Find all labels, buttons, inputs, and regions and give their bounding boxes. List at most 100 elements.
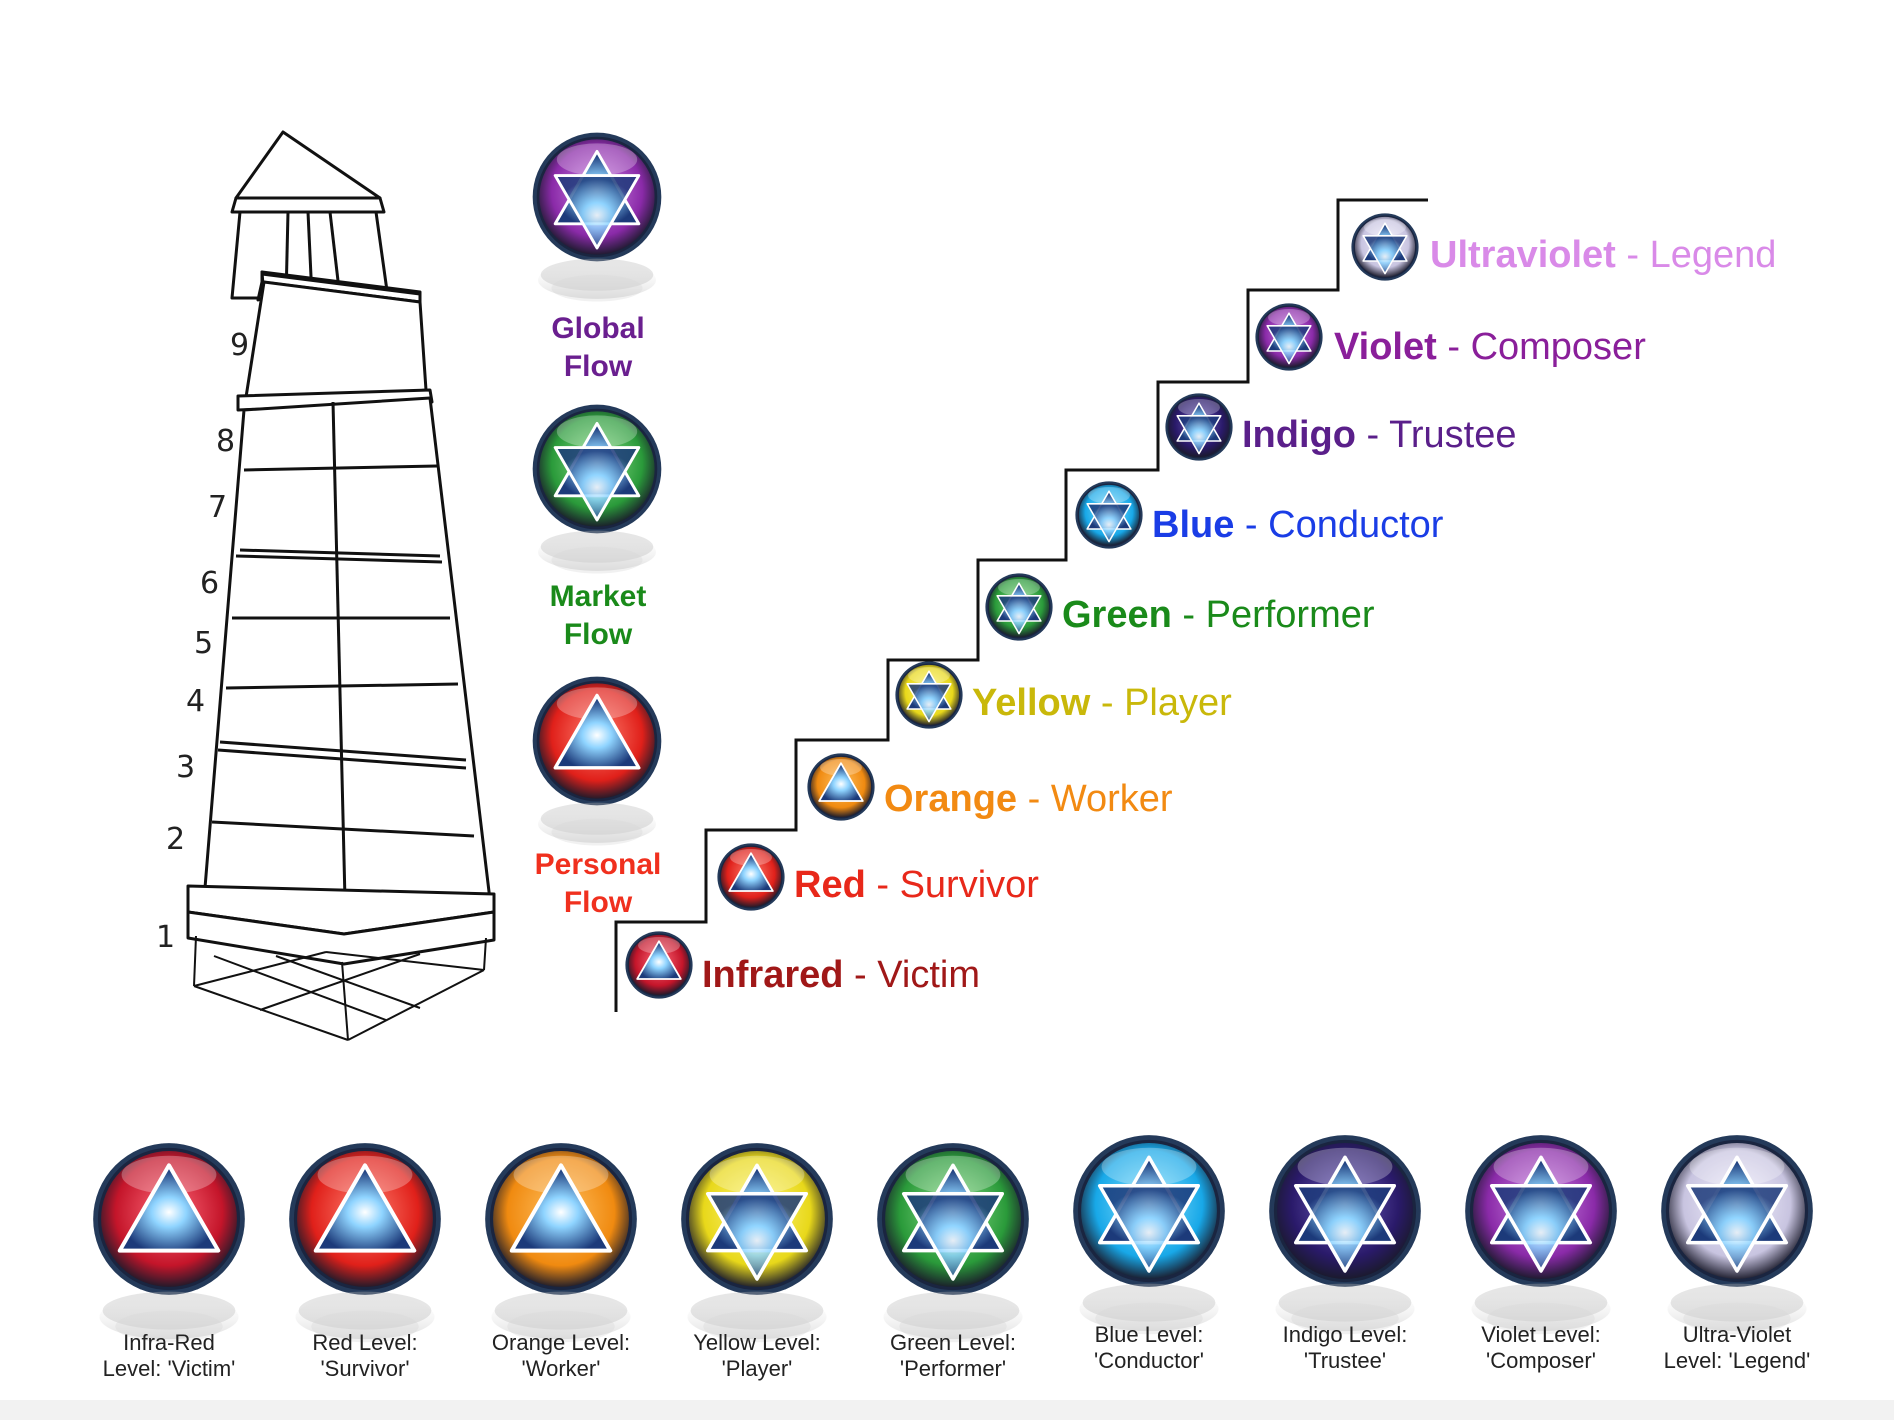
level-badge-red (286, 1140, 444, 1374)
red-badge-icon (289, 1143, 441, 1343)
violet-badge-icon (1255, 303, 1323, 371)
indigo-badge-icon (1269, 1135, 1421, 1335)
level-caption-green: Green Level: 'Performer' (858, 1330, 1048, 1382)
flow-label-personal-line2: Flow (563, 886, 633, 919)
level-caption-green-line2: 'Performer' (899, 1356, 1007, 1381)
level-caption-blue-line1: Blue Level: (1094, 1322, 1204, 1347)
tower-number-1: 1 (156, 920, 176, 955)
tower-number-7: 7 (208, 490, 228, 525)
step-color-blue: Blue (1152, 504, 1235, 546)
level-caption-infrared-line1: Infra-Red (123, 1330, 215, 1355)
tower-number-6: 6 (200, 566, 220, 601)
step-role-ultraviolet: Legend (1649, 234, 1777, 276)
level-caption-orange: Orange Level: 'Worker' (466, 1330, 656, 1382)
level-badge-yellow (678, 1140, 836, 1374)
tower-number-8: 8 (216, 424, 236, 459)
green-badge-icon (985, 573, 1053, 641)
step-role-yellow: Player (1124, 682, 1232, 724)
step-sep-infrared: - (843, 954, 878, 996)
level-badge-orange (482, 1140, 640, 1374)
level-badge-indigo (1266, 1132, 1424, 1366)
level-badge-blue (1070, 1132, 1228, 1366)
green-badge-icon (877, 1143, 1029, 1343)
level-caption-orange-line1: Orange Level: (491, 1330, 631, 1355)
step-label-infrared: Infrared - Victim (702, 952, 980, 998)
step-label-indigo: Indigo - Trustee (1242, 412, 1516, 458)
flow-badge-personal (530, 674, 664, 873)
step-role-green: Performer (1205, 594, 1375, 636)
tower-number-4: 4 (186, 684, 206, 719)
step-badge-indigo (1164, 392, 1234, 467)
level-badge-green (874, 1140, 1032, 1374)
level-caption-yellow-line1: Yellow Level: (693, 1330, 821, 1355)
flow-label-personal: Personal Flow (508, 846, 688, 922)
tower-foundation (193, 935, 487, 1041)
level-caption-violet-line2: 'Composer' (1486, 1348, 1596, 1373)
flow-label-global: Global Flow (508, 310, 688, 386)
level-caption-indigo-line1: Indigo Level: (1282, 1322, 1408, 1347)
step-sep-blue: - (1234, 504, 1269, 546)
level-caption-yellow: Yellow Level: 'Player' (662, 1330, 852, 1382)
yellow-badge-icon (681, 1143, 833, 1343)
flow-badge-market (530, 402, 664, 601)
step-color-infrared: Infrared (702, 954, 844, 996)
flow-label-global-line1: Global (551, 312, 645, 345)
tower-number-5: 5 (194, 626, 214, 661)
step-sep-indigo: - (1355, 414, 1390, 456)
step-role-red: Survivor (899, 864, 1039, 906)
tower-illustration (186, 130, 496, 1041)
step-badge-violet (1254, 302, 1324, 377)
step-color-red: Red (794, 864, 866, 906)
red-badge-icon (532, 676, 662, 846)
indigo-badge-icon (1165, 393, 1233, 461)
step-badge-yellow (894, 660, 964, 735)
tower-cap (230, 196, 386, 214)
orange-badge-icon (807, 753, 875, 821)
step-badge-red (716, 842, 786, 917)
step-badge-blue (1074, 480, 1144, 555)
step-label-orange: Orange - Worker (884, 776, 1173, 822)
step-sep-ultraviolet: - (1615, 234, 1650, 276)
step-label-ultraviolet: Ultraviolet - Legend (1430, 232, 1776, 278)
step-role-infrared: Victim (877, 954, 981, 996)
blue-badge-icon (1075, 481, 1143, 549)
violet-badge-icon (1465, 1135, 1617, 1335)
level-caption-red-line1: Red Level: (312, 1330, 418, 1355)
step-label-yellow: Yellow - Player (972, 680, 1232, 726)
violet-badge-icon (532, 132, 662, 302)
bottom-strip (0, 1400, 1894, 1420)
step-badge-ultraviolet (1350, 212, 1420, 287)
step-label-blue: Blue - Conductor (1152, 502, 1443, 548)
green-badge-icon (532, 404, 662, 574)
flow-label-market-line2: Flow (563, 618, 633, 651)
step-color-yellow: Yellow (972, 682, 1091, 724)
step-color-orange: Orange (884, 778, 1018, 820)
step-color-violet: Violet (1334, 326, 1437, 368)
blue-badge-icon (1073, 1135, 1225, 1335)
level-badge-violet (1462, 1132, 1620, 1366)
step-color-green: Green (1062, 594, 1172, 636)
step-sep-red: - (865, 864, 900, 906)
flow-label-global-line2: Flow (563, 350, 633, 383)
level-caption-infrared-line2: Level: 'Victim' (102, 1356, 236, 1381)
level-badge-ultraviolet (1658, 1132, 1816, 1366)
level-caption-red: Red Level: 'Survivor' (270, 1330, 460, 1382)
step-color-indigo: Indigo (1242, 414, 1356, 456)
level-caption-indigo: Indigo Level: 'Trustee' (1250, 1322, 1440, 1374)
level-caption-yellow-line2: 'Player' (721, 1356, 793, 1381)
step-badge-orange (806, 752, 876, 827)
step-role-indigo: Trustee (1389, 414, 1517, 456)
step-role-orange: Worker (1050, 778, 1173, 820)
step-sep-violet: - (1436, 326, 1471, 368)
level-badge-infrared (90, 1140, 248, 1374)
level-caption-blue: Blue Level: 'Conductor' (1054, 1322, 1244, 1374)
step-sep-yellow: - (1090, 682, 1125, 724)
level-caption-blue-line2: 'Conductor' (1094, 1348, 1204, 1373)
level-caption-violet-line1: Violet Level: (1481, 1322, 1601, 1347)
flow-label-market-line1: Market (549, 580, 647, 613)
step-role-violet: Composer (1470, 326, 1646, 368)
step-badge-green (984, 572, 1054, 647)
step-sep-green: - (1171, 594, 1206, 636)
